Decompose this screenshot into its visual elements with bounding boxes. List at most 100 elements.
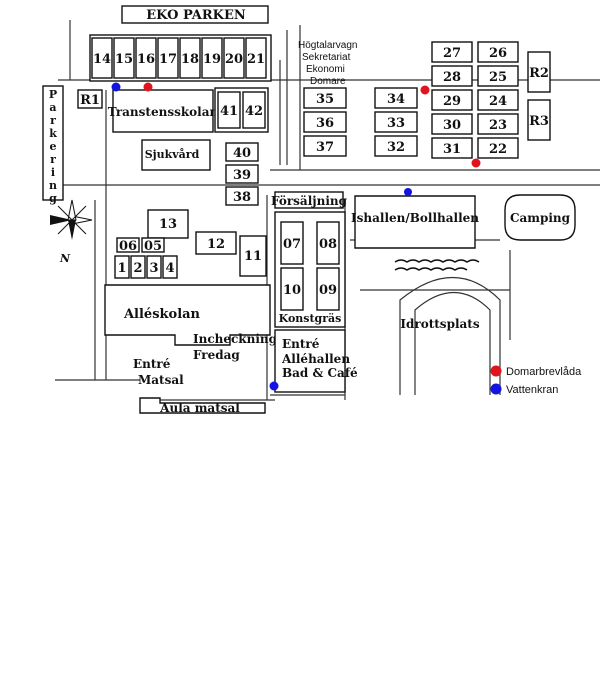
incheckning-label: Incheckning [193, 332, 278, 346]
field-30-label: 30 [443, 118, 461, 133]
entre-allehallen-building: Entré Alléhallen Bad & Café [274, 329, 358, 393]
incheckning-label-group: Incheckning Fredag [193, 332, 278, 362]
legend-label: Domarbrevlåda [506, 366, 582, 378]
info-stack-item: Sekretariat [302, 52, 351, 63]
info-stack-item: Högtalarvagn [298, 40, 357, 51]
field-26: 26 [477, 41, 519, 63]
field-06: 06 [116, 237, 140, 254]
field-16: 16 [135, 37, 157, 79]
field-38-label: 38 [233, 190, 251, 205]
field-25-label: 25 [489, 70, 507, 85]
entre-matsal-label-1: Entré [133, 357, 171, 371]
field-41-label: 41 [220, 104, 238, 119]
field-3-label: 3 [149, 261, 158, 276]
transtensskolan-building: Transtensskolan [108, 89, 218, 133]
domarbrevlada-markers [143, 82, 481, 168]
field-37-label: 37 [316, 140, 334, 155]
fields-35-37: 35 36 37 [303, 87, 347, 157]
sjukvard-label: Sjukvård [145, 148, 200, 161]
field-29-label: 29 [443, 94, 461, 109]
domarbrevlada-marker [420, 85, 430, 95]
legend-item: Domarbrevlåda [490, 365, 582, 378]
field-34-label: 34 [387, 92, 405, 107]
field-R2-label: R2 [529, 66, 549, 81]
field-39: 39 [225, 164, 259, 184]
field-36-label: 36 [316, 116, 334, 131]
field-14-label: 14 [93, 52, 111, 67]
legend-item: Vattenkran [490, 383, 558, 396]
legend-label: Vattenkran [506, 384, 558, 396]
field-4: 4 [162, 255, 178, 279]
field-14: 14 [91, 37, 113, 79]
field-36: 36 [303, 111, 347, 133]
alleskolan-label: Alléskolan [123, 307, 201, 322]
entre-matsal-label-2: Matsal [138, 373, 184, 387]
field-40: 40 [225, 142, 259, 162]
field-13: 13 [147, 209, 189, 239]
field-08-label: 08 [319, 237, 337, 252]
field-3: 3 [146, 255, 162, 279]
idrottsplats-area: Idrottsplats [400, 317, 479, 331]
field-30: 30 [431, 113, 473, 135]
entre-matsal-label-group: Entré Matsal [133, 357, 184, 387]
field-16-label: 16 [137, 52, 155, 67]
field-05-label: 05 [144, 239, 162, 254]
compass-north-label: N [59, 252, 71, 265]
field-25: 25 [477, 65, 519, 87]
field-35-label: 35 [316, 92, 334, 107]
info-stack-item: Ekonomi [306, 64, 345, 75]
field-12-label: 12 [207, 237, 225, 252]
field-11-label: 11 [244, 249, 262, 264]
field-R3-label: R3 [529, 114, 549, 129]
field-08: 08 [316, 221, 340, 265]
field-41: 41 [217, 91, 241, 129]
domarbrevlada-marker [143, 82, 153, 92]
vattenkran-marker [269, 381, 279, 391]
idrottsplats-label: Idrottsplats [400, 317, 479, 331]
field-13-label: 13 [159, 217, 177, 232]
konstgras-label: Konstgräs [279, 312, 342, 325]
field-R2: R2 [527, 51, 551, 93]
field-28-label: 28 [443, 70, 461, 85]
eko-parken-label: EKO PARKEN [146, 8, 246, 23]
field-27-label: 27 [443, 46, 461, 61]
field-32: 32 [374, 135, 418, 157]
entre-allehallen-label-1: Entré [282, 337, 320, 351]
entre-allehallen-label-2: Alléhallen [281, 352, 350, 366]
vegetation [394, 259, 480, 271]
vattenkran-marker [404, 188, 412, 196]
info-stack-item: Domare [310, 76, 346, 87]
domarbrevlada-marker [471, 158, 481, 168]
field-21: 21 [245, 37, 267, 79]
field-12: 12 [195, 231, 237, 255]
field-38: 38 [225, 186, 259, 206]
field-18-label: 18 [181, 52, 199, 67]
incheckning-day-label: Fredag [193, 348, 240, 362]
field-2-label: 2 [133, 261, 142, 276]
field-19: 19 [201, 37, 223, 79]
field-32-label: 32 [387, 140, 405, 155]
field-23-label: 23 [489, 118, 507, 133]
forsaljning-label: Försäljning [271, 194, 348, 208]
vattenkran-marker [111, 82, 121, 92]
camping-area: Camping [504, 194, 576, 241]
field-24: 24 [477, 89, 519, 111]
field-40-label: 40 [233, 146, 251, 161]
entre-allehallen-label-3: Bad & Café [282, 366, 358, 380]
camping-label: Camping [510, 211, 571, 225]
konstgras-label-group: Konstgräs [279, 312, 342, 325]
vattenkran-markers [111, 82, 412, 391]
field-10: 10 [280, 267, 304, 311]
field-27: 27 [431, 41, 473, 63]
field-19-label: 19 [203, 52, 221, 67]
field-15: 15 [113, 37, 135, 79]
forsaljning-building: Försäljning [271, 191, 348, 209]
field-09-label: 09 [319, 283, 337, 298]
field-07-label: 07 [283, 237, 301, 252]
